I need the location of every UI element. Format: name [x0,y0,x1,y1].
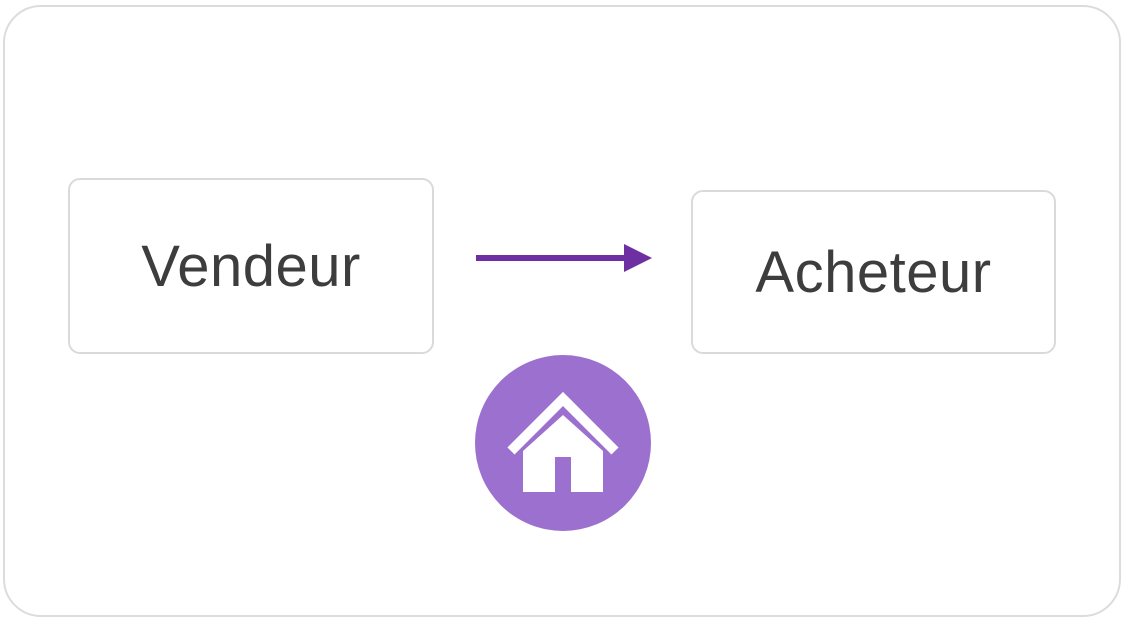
seller-to-buyer-arrow [476,244,652,272]
buyer-node: Acheteur [691,190,1056,354]
seller-label: Vendeur [141,233,361,299]
buyer-label: Acheteur [755,239,992,305]
house-badge [475,355,651,531]
seller-node: Vendeur [68,178,434,354]
house-icon [507,391,619,492]
